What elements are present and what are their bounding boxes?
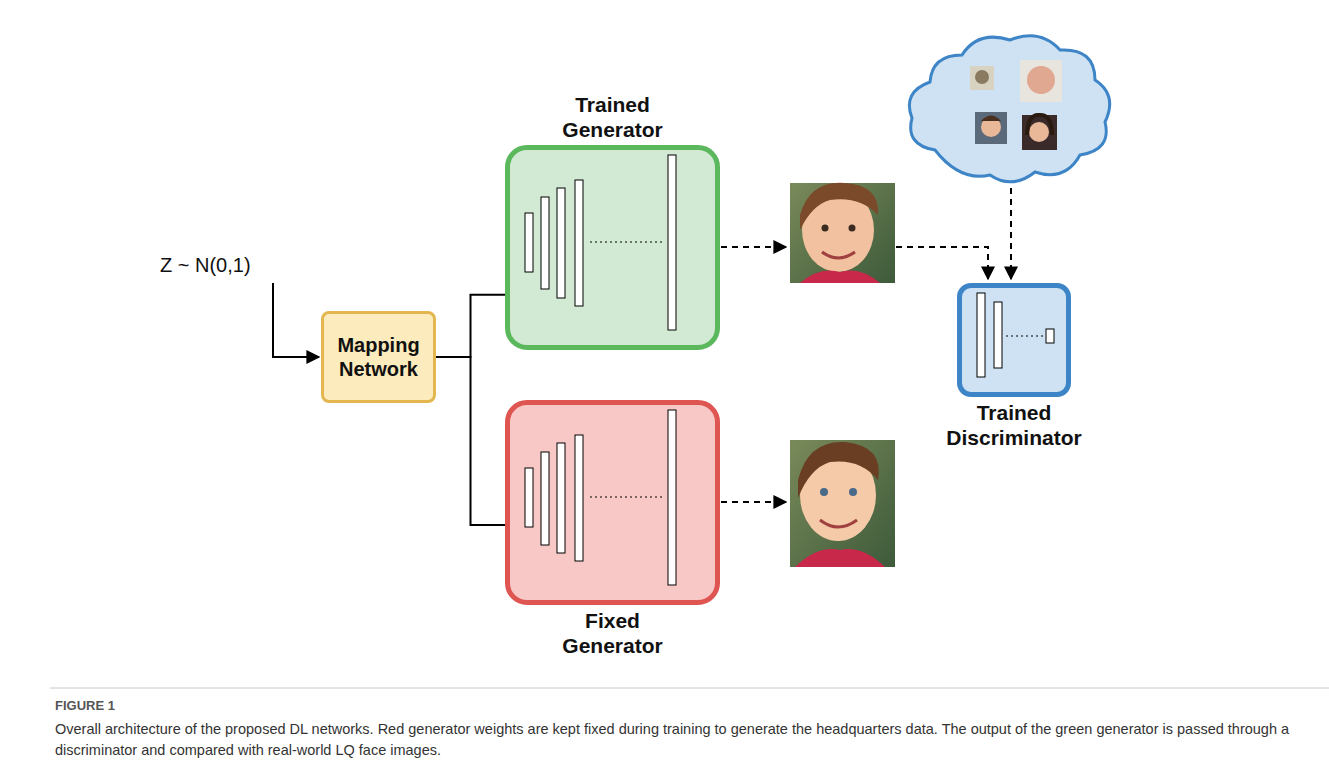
face-image <box>790 440 895 567</box>
figure-caption: Overall architecture of the proposed DL … <box>55 719 1305 761</box>
face-image <box>790 183 895 283</box>
discriminator-layers <box>977 293 1054 377</box>
input-label: Z ~ N(0,1) <box>160 254 251 277</box>
node-heading: Fixed Generator <box>543 608 683 658</box>
real-image-cloud <box>909 36 1109 182</box>
generator-box: Trained Generator <box>505 145 720 350</box>
generator-box: Fixed Generator <box>505 400 720 605</box>
caption-rule <box>50 688 1329 689</box>
input-arrow <box>273 283 319 357</box>
discriminator-box: Trained Discriminator <box>957 283 1071 397</box>
data-flow-arrow <box>721 188 1011 502</box>
node-heading: Trained Discriminator <box>944 400 1084 450</box>
generator-layers <box>525 410 676 585</box>
node-heading: Trained Generator <box>548 92 678 142</box>
connector-line <box>436 295 505 357</box>
figure-number: FIGURE 1 <box>55 698 115 713</box>
node-label: Mapping Network <box>328 333 429 381</box>
generator-layers <box>525 155 676 330</box>
connector-line <box>436 357 505 525</box>
mapping-box: Mapping Network <box>321 311 436 403</box>
